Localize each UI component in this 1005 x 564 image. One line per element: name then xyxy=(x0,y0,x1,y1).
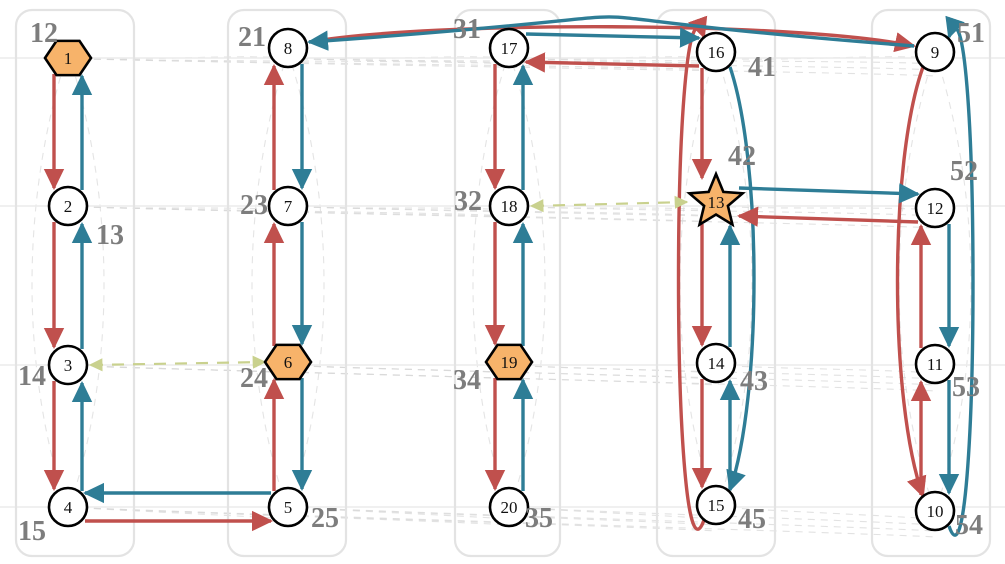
node-label: 12 xyxy=(927,199,944,218)
edge-8-9 xyxy=(308,25,916,53)
node-label: 15 xyxy=(708,496,725,515)
node-1[interactable]: 1 xyxy=(43,39,93,77)
node-label: 5 xyxy=(284,498,293,517)
group-containers xyxy=(14,8,992,558)
group-label-41: 41 xyxy=(748,52,776,83)
edge-17-16 xyxy=(525,27,702,48)
node-5[interactable]: 5 xyxy=(267,486,309,528)
node-label: 8 xyxy=(284,39,293,58)
node-shape-circle[interactable] xyxy=(914,490,956,532)
node-label: 2 xyxy=(64,197,73,216)
edges-layer xyxy=(43,15,975,537)
node-shape-circle[interactable] xyxy=(914,187,956,229)
node-shape-circle[interactable] xyxy=(695,342,737,384)
node-label: 13 xyxy=(708,193,725,212)
group-label-34: 34 xyxy=(453,365,481,396)
group-label-53: 53 xyxy=(952,372,980,403)
node-shape-hexagon[interactable] xyxy=(43,39,93,77)
node-label: 7 xyxy=(284,197,293,216)
node-17[interactable]: 17 xyxy=(488,27,530,69)
group-label-42: 42 xyxy=(728,141,756,172)
node-16[interactable]: 16 xyxy=(695,31,737,73)
node-18[interactable]: 18 xyxy=(488,185,530,227)
node-13[interactable]: 13 xyxy=(686,170,746,228)
group-label-43: 43 xyxy=(740,366,768,397)
node-label: 16 xyxy=(708,43,725,62)
node-15[interactable]: 15 xyxy=(695,484,737,526)
node-11[interactable]: 11 xyxy=(914,343,956,385)
node-label: 10 xyxy=(927,502,944,521)
node-shape-circle[interactable] xyxy=(47,344,89,386)
node-2[interactable]: 2 xyxy=(47,185,89,227)
node-4[interactable]: 4 xyxy=(47,486,89,528)
node-shape-circle[interactable] xyxy=(267,185,309,227)
group-label-54: 54 xyxy=(955,510,983,541)
node-14[interactable]: 14 xyxy=(695,342,737,384)
group-label-12: 12 xyxy=(30,18,58,49)
group-label-52: 52 xyxy=(950,156,978,187)
group-label-24: 24 xyxy=(240,363,268,394)
edge-18-13 xyxy=(529,195,689,213)
node-shape-circle[interactable] xyxy=(488,27,530,69)
group-label-15: 15 xyxy=(18,516,46,547)
node-shape-circle[interactable] xyxy=(695,484,737,526)
group-label-35: 35 xyxy=(525,503,553,534)
edge-13-12 xyxy=(738,183,921,204)
node-8[interactable]: 8 xyxy=(267,27,309,69)
edge-15-16 xyxy=(676,15,708,531)
node-label: 3 xyxy=(64,356,73,375)
node-shape-circle[interactable] xyxy=(47,486,89,528)
edge-3-6 xyxy=(88,355,267,372)
node-shape-circle[interactable] xyxy=(47,185,89,227)
group-label-21: 21 xyxy=(238,22,266,53)
node-shape-circle[interactable] xyxy=(695,31,737,73)
node-label: 18 xyxy=(501,197,518,216)
group-label-14: 14 xyxy=(18,361,46,392)
node-12[interactable]: 12 xyxy=(914,187,956,229)
group-label-13: 13 xyxy=(96,220,124,251)
node-6[interactable]: 6 xyxy=(263,343,313,381)
group-label-45: 45 xyxy=(738,504,766,535)
node-label: 6 xyxy=(284,353,293,372)
node-shape-star[interactable] xyxy=(686,170,746,228)
node-label: 14 xyxy=(708,354,726,373)
node-7[interactable]: 7 xyxy=(267,185,309,227)
node-9[interactable]: 9 xyxy=(914,31,956,73)
node-3[interactable]: 3 xyxy=(47,344,89,386)
group-label-32: 32 xyxy=(454,186,482,217)
node-20[interactable]: 20 xyxy=(488,486,530,528)
node-10[interactable]: 10 xyxy=(914,490,956,532)
edge-16-17 xyxy=(523,52,700,73)
node-19[interactable]: 19 xyxy=(484,343,534,381)
node-label: 20 xyxy=(501,498,518,517)
node-shape-hexagon[interactable] xyxy=(263,343,313,381)
node-shape-circle[interactable] xyxy=(914,343,956,385)
node-shape-circle[interactable] xyxy=(267,486,309,528)
edge-9-10 xyxy=(895,66,927,498)
edge-9-8 xyxy=(306,15,915,51)
background-dashed-lines xyxy=(0,51,1005,538)
group-label-25: 25 xyxy=(311,503,339,534)
node-shape-circle[interactable] xyxy=(914,31,956,73)
node-label: 17 xyxy=(501,39,519,58)
edge-12-13 xyxy=(736,206,919,227)
node-label: 19 xyxy=(501,353,518,372)
node-shape-circle[interactable] xyxy=(488,486,530,528)
group-label-31: 31 xyxy=(453,14,481,45)
node-label: 4 xyxy=(64,498,73,517)
node-shape-circle[interactable] xyxy=(488,185,530,227)
node-label: 11 xyxy=(927,355,943,374)
node-label: 9 xyxy=(931,43,940,62)
node-shape-hexagon[interactable] xyxy=(484,343,534,381)
node-shape-circle[interactable] xyxy=(267,27,309,69)
group-label-23: 23 xyxy=(240,190,268,221)
group-label-51: 51 xyxy=(957,18,985,49)
node-label: 1 xyxy=(64,49,73,68)
edge-16-15 xyxy=(726,66,756,492)
edge-10-9 xyxy=(945,15,975,537)
